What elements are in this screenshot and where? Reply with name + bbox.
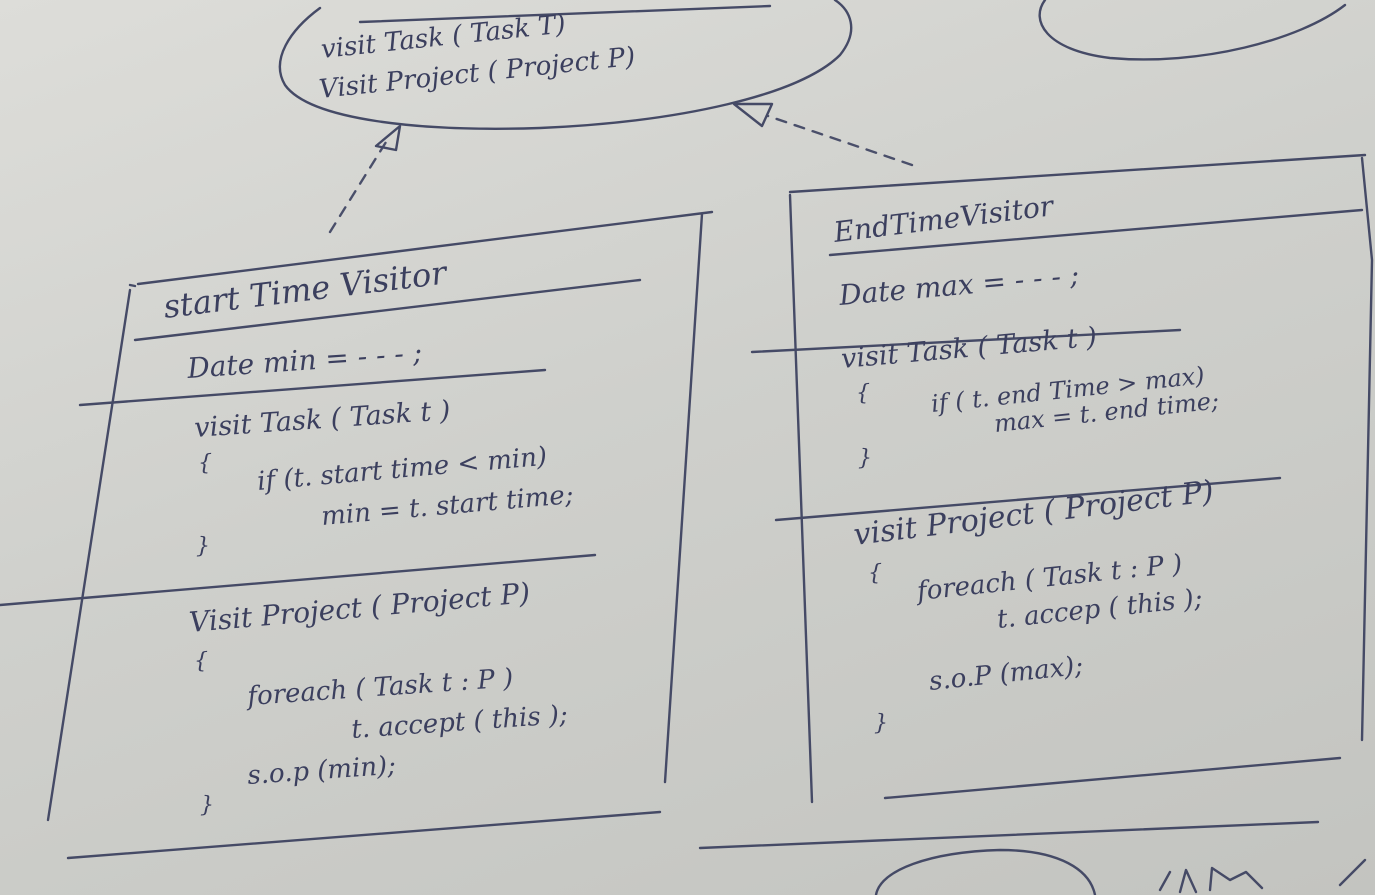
field-divider: [750, 328, 1182, 354]
foreach-statement: foreach ( Task t : P ): [244, 663, 514, 712]
partial-ellipse: [1038, 0, 1347, 61]
method-signature-visit-task: visit Task ( Task t ): [840, 322, 1098, 375]
realization-arrow-left: [328, 124, 402, 234]
close-brace: }: [874, 711, 888, 736]
partial-scribble-bottom: [1158, 858, 1367, 894]
open-brace: {: [856, 381, 870, 406]
open-brace: {: [194, 649, 208, 674]
class-name: EndTimeVisitor: [831, 189, 1057, 249]
class-name: start Time Visitor: [161, 253, 450, 326]
field-divider: [78, 368, 547, 407]
method-signature-visit-task: visit Task ( Task t ): [193, 395, 451, 444]
print-statement: s.o.p (min);: [246, 751, 396, 791]
name-divider: [828, 208, 1364, 257]
method-divider: [774, 476, 1282, 522]
interface-ellipse: [278, 0, 853, 130]
method-divider: [0, 553, 597, 607]
lower-line: [698, 820, 1320, 850]
open-brace: {: [868, 561, 882, 586]
hollow-arrowhead-icon: [374, 124, 402, 152]
bottom-line: [883, 756, 1342, 800]
field-declaration: Date min = - - - ;: [185, 336, 423, 385]
hollow-arrowhead-icon: [732, 102, 774, 128]
close-brace: }: [196, 534, 210, 559]
class-box-outline: [788, 153, 1374, 804]
realization-arrow-right: [732, 102, 914, 167]
visitor-interface: visit Task ( Task T) Visit Project ( Pro…: [278, 0, 853, 130]
interface-divider: [358, 4, 772, 24]
partial-ellipse-bottom: [874, 848, 1097, 895]
name-divider: [133, 278, 642, 342]
bottom-line: [66, 810, 662, 860]
class-box-outline: [46, 210, 714, 822]
end-time-visitor-class: EndTimeVisitor Date max = - - - ; visit …: [698, 153, 1374, 850]
print-statement: s.o.P (max);: [928, 651, 1085, 697]
method-signature-visit-project: visit Project ( Project P): [852, 474, 1216, 553]
field-declaration: Date max = - - - ;: [837, 258, 1081, 312]
close-brace: }: [200, 793, 214, 818]
start-time-visitor-class: start Time Visitor Date min = - - - ; vi…: [0, 210, 714, 860]
accept-call: t. accept ( this );: [350, 700, 568, 745]
open-brace: {: [198, 451, 212, 476]
close-brace: }: [858, 446, 872, 471]
